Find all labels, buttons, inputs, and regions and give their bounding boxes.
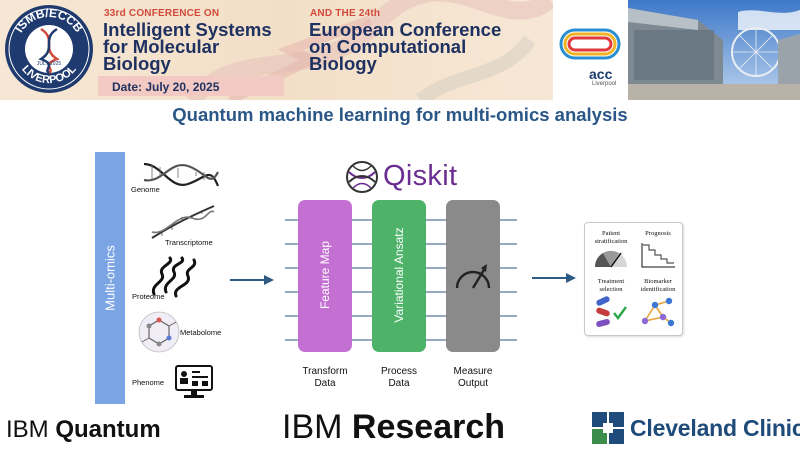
outcome-line: stratification [594, 237, 628, 245]
outcome-treatment-selection: Treatment selection [589, 278, 633, 293]
conference-date: Date: July 20, 2025 [112, 80, 220, 94]
acc-logo-subtext: Liverpool [592, 81, 617, 87]
measure-caption: Measure Output [433, 366, 513, 390]
outcome-line: identification [640, 285, 676, 293]
conference-name-line-3: Biology [103, 53, 171, 74]
ibm-research-logo: IBM Research [282, 408, 505, 447]
transcriptome-rna-icon [151, 205, 215, 239]
cleveland-clinic-emblem-icon [592, 412, 624, 444]
caption-line: Transform [302, 366, 348, 377]
feature-map-caption: Transform Data [285, 366, 365, 390]
outcome-line: selection [599, 285, 623, 293]
caption-line: Data [314, 378, 336, 389]
variational-ansatz-caption: Process Data [359, 366, 439, 390]
joint-name-line-1: European Conference [309, 19, 502, 40]
qiskit-logo-icon [346, 161, 378, 193]
variational-ansatz-block: Variational Ansatz [372, 200, 426, 352]
ibm-research-suffix: Research [351, 408, 506, 446]
stratification-gauge-icon [594, 250, 627, 268]
outcome-biomarker-identification: Biomarker identification [635, 278, 681, 293]
ibm-quantum-suffix: Quantum [55, 416, 161, 443]
omics-item-transcriptome: Transcriptome [165, 238, 213, 247]
genome-dna-icon [143, 162, 220, 187]
joint-name-line-3: Biology [309, 53, 377, 74]
outcome-patient-stratification: Patient stratification [589, 230, 633, 245]
outcome-prognosis: Prognosis [645, 230, 671, 237]
outcome-line: Treatment [597, 278, 625, 285]
measure-block [446, 200, 500, 352]
feature-map-block: Feature Map [298, 200, 352, 352]
input-arrow [230, 275, 274, 285]
clinical-outcomes-card: Patient stratification Prognosis Treatme… [584, 222, 683, 336]
biomarker-network-icon [641, 297, 675, 327]
output-arrow [532, 273, 576, 283]
conference-name-line-2: for Molecular [103, 36, 220, 57]
multi-omics-label: Multi-omics [102, 245, 118, 311]
conference-pre: 33rd CONFERENCE ON [104, 8, 220, 19]
ibm-quantum-logo: IBM Quantum [6, 416, 161, 444]
ibm-quantum-prefix: IBM [6, 416, 49, 443]
treatment-pills-icon [596, 296, 627, 328]
meter-gauge-icon [455, 264, 491, 289]
omics-item-proteome: Proteome [132, 292, 165, 301]
omics-item-genome: Genome [131, 185, 160, 194]
date-box [98, 76, 284, 96]
acc-logo-text: acc [589, 66, 613, 82]
variational-ansatz-label: Variational Ansatz [392, 227, 406, 323]
conference-name-line-1: Intelligent Systems [103, 19, 272, 40]
caption-line: Output [457, 378, 489, 389]
joint-name-line-2: on Computational [309, 36, 467, 57]
caption-line: Measure [453, 366, 493, 377]
outcome-line: Patient [601, 230, 621, 237]
cleveland-clinic-logo-text: Cleveland Clinic [630, 415, 800, 441]
omics-item-phenome: Phenome [132, 378, 165, 387]
proteome-protein-icon [151, 256, 197, 298]
qiskit-wordmark: Qiskit [383, 160, 458, 192]
logo-year: JULY 2025 [37, 61, 61, 67]
slide-title: Quantum machine learning for multi-omics… [172, 104, 628, 125]
multi-omics-label-wrap: Multi-omics [95, 152, 125, 404]
venue-photo [628, 0, 800, 100]
caption-line: Process [380, 366, 418, 377]
omics-item-metabolome: Metabolome [180, 328, 222, 337]
ibm-research-prefix: IBM [282, 408, 343, 446]
feature-map-label: Feature Map [318, 240, 332, 310]
caption-line: Data [388, 378, 410, 389]
ismb-eccb-logo: ISMB/ECCB LIVERPOOL JULY 2025 [5, 5, 93, 93]
outcome-line: Biomarker [644, 278, 672, 285]
phenome-monitor-icon [175, 365, 213, 398]
multi-omics-bar [95, 152, 125, 404]
acc-logo-rings [559, 28, 621, 60]
joint-pre: AND THE 24th [310, 8, 381, 19]
prognosis-survival-chart-icon [641, 243, 675, 268]
metabolome-molecule-icon [138, 311, 180, 353]
